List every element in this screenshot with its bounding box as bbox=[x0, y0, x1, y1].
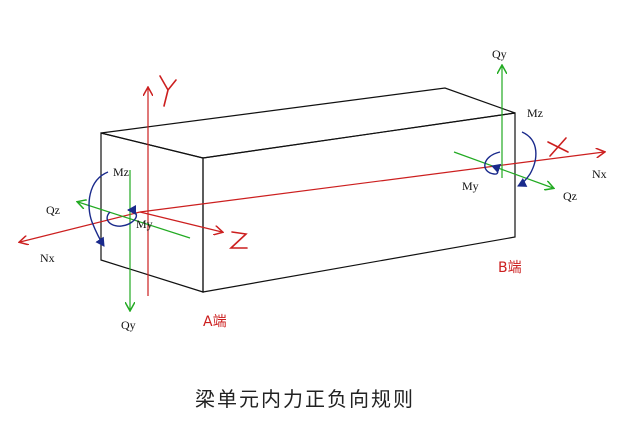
my-a-label: My bbox=[136, 217, 153, 231]
a-end-labels: Mz Qz My Nx Qy bbox=[40, 165, 153, 332]
mz-a-label: Mz bbox=[113, 165, 129, 179]
x-axis-glyph bbox=[547, 137, 569, 157]
b-end-labels: Qy Mz Nx My Qz bbox=[462, 47, 607, 203]
qy-a-label: Qy bbox=[121, 318, 136, 332]
my-b-arc bbox=[484, 151, 502, 175]
beam-box bbox=[100, 87, 516, 293]
green-arrows bbox=[78, 66, 553, 310]
z-axis-line bbox=[139, 211, 222, 232]
end-label-b: B端 bbox=[498, 260, 522, 276]
qy-b-label: Qy bbox=[492, 47, 507, 61]
axes-red bbox=[20, 88, 604, 296]
moment-arcs bbox=[88, 131, 537, 247]
end-label-a: A端 bbox=[203, 314, 227, 330]
nx-a-arrow bbox=[20, 211, 141, 242]
y-axis-glyph bbox=[159, 75, 177, 107]
axis-glyphs bbox=[159, 75, 569, 249]
mz-b-label: Mz bbox=[527, 106, 543, 120]
caption: 梁单元内力正负向规则 bbox=[195, 387, 415, 411]
beam-top-face bbox=[100, 87, 516, 159]
qz-b-arrow bbox=[453, 151, 553, 188]
beam-side-face bbox=[202, 112, 516, 293]
nx-a-label: Nx bbox=[40, 251, 55, 265]
mz-a-arc bbox=[88, 171, 109, 247]
beam-end-face-a bbox=[100, 132, 204, 293]
my-b-label: My bbox=[462, 179, 479, 193]
qz-a-label: Qz bbox=[46, 203, 60, 217]
nx-b-label: Nx bbox=[592, 167, 607, 181]
my-a-arc bbox=[106, 205, 138, 227]
qz-b-label: Qz bbox=[563, 189, 577, 203]
z-axis-glyph bbox=[228, 231, 248, 249]
x-axis-line bbox=[139, 152, 604, 213]
mz-b-arc bbox=[517, 131, 537, 187]
